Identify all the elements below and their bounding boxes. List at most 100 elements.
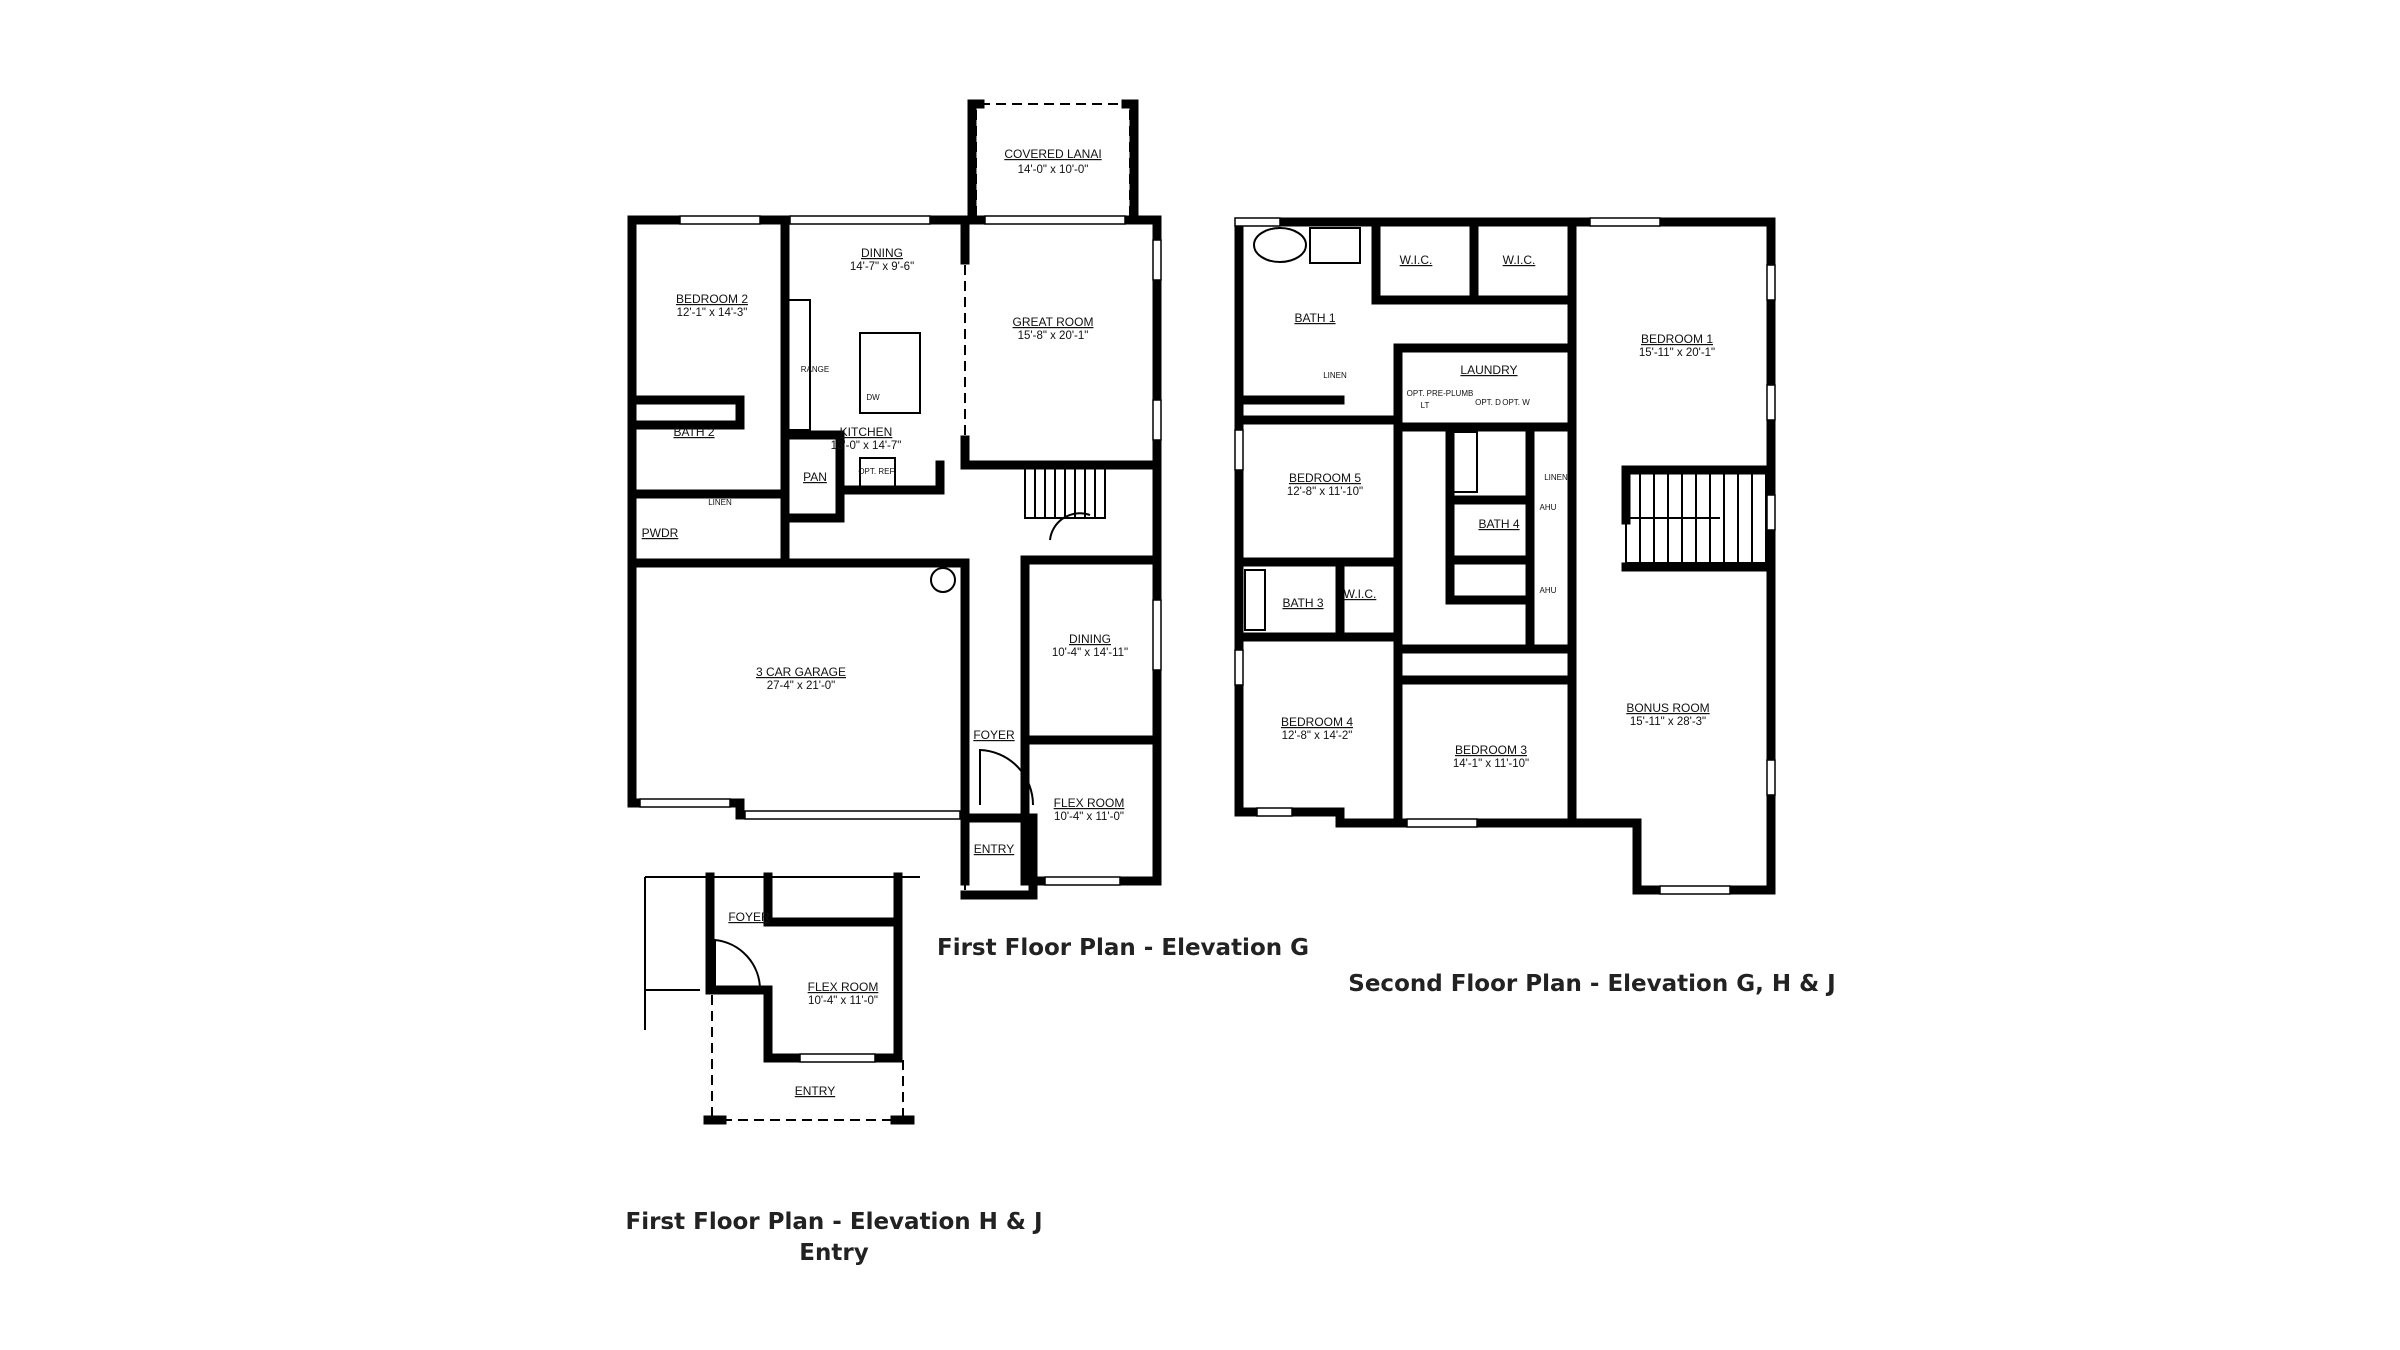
first-floor-plan-g: COVERED LANAI 14'-0" x 10'-0" BEDROOM 2 …: [627, 99, 1309, 961]
stairs: [1024, 467, 1106, 541]
fixture-label: RANGE: [801, 365, 829, 374]
room-name: W.I.C.: [1344, 587, 1377, 601]
opt-ref: [859, 457, 896, 489]
room-name: DINING: [1069, 632, 1111, 646]
bathtub: [1253, 227, 1307, 263]
room-name: BONUS ROOM: [1626, 701, 1709, 715]
fixture-label: OPT. D: [1475, 398, 1501, 407]
window: [789, 215, 931, 225]
room-name: 3 CAR GARAGE: [756, 665, 846, 679]
room-dim: 14'-1" x 11'-10": [1453, 758, 1529, 770]
room-dim: 12'-8" x 11'-10": [1287, 486, 1363, 498]
fixture-label: LINEN: [1323, 371, 1347, 380]
window: [1256, 807, 1293, 817]
room-name: FLEX ROOM: [808, 980, 879, 994]
fixture-label: OPT. PRE-PLUMB: [1407, 389, 1474, 398]
room-name: ENTRY: [795, 1084, 835, 1098]
fixture-label: LINEN: [708, 498, 732, 507]
kitchen-island: [859, 332, 921, 414]
room-dim: 14'-7" x 9'-6": [850, 261, 914, 273]
first-floor-plan-hj-entry: FOYER FLEX ROOM 10'-4" x 11'-0" ENTRY Fi…: [625, 872, 1043, 1266]
room-name: W.I.C.: [1503, 253, 1536, 267]
garage-door: [744, 810, 961, 820]
plan-subtitle: Entry: [799, 1240, 868, 1266]
bathtub: [1451, 431, 1478, 493]
window: [1234, 649, 1244, 686]
fixture-label: AHU: [1540, 586, 1557, 595]
room-name: BATH 3: [1282, 596, 1323, 610]
window: [1234, 429, 1244, 471]
room-dim: 10'-4" x 11'-0": [1054, 811, 1124, 823]
window: [1044, 876, 1121, 886]
room-dim: 10'-4" x 11'-0": [808, 995, 878, 1007]
lanai-posts: [967, 99, 1139, 225]
counter: [784, 299, 811, 431]
room-name: BATH 2: [673, 425, 714, 439]
entry-outline: [711, 995, 904, 1121]
room-dim: 27-4" x 21'-0": [767, 680, 836, 692]
room-name: FOYER: [728, 910, 770, 924]
window: [1406, 818, 1478, 828]
lanai-outline: [975, 103, 1131, 220]
room-name: FLEX ROOM: [1054, 796, 1125, 810]
front-door-swing: [714, 938, 762, 991]
bathtub: [1244, 569, 1266, 631]
room-name: BEDROOM 3: [1455, 743, 1527, 757]
fixture-label: DW: [866, 393, 880, 402]
window: [679, 215, 761, 225]
openings: [964, 265, 1150, 890]
window: [799, 1053, 876, 1063]
window: [1766, 494, 1776, 531]
room-name: FOYER: [973, 728, 1015, 742]
plan-title: Second Floor Plan - Elevation G, H & J: [1348, 971, 1835, 997]
fixture-label: AHU: [1540, 503, 1557, 512]
room-name: ENTRY: [974, 842, 1014, 856]
room-name: COVERED LANAI: [1004, 147, 1101, 161]
stairs: [1625, 472, 1767, 564]
window: [1766, 264, 1776, 301]
exterior-walls: [1234, 217, 1776, 895]
room-name: KITCHEN: [840, 425, 893, 439]
room-dim: 15'-11" x 20'-1": [1639, 347, 1715, 359]
room-name: BATH 1: [1294, 311, 1335, 325]
room-dim: 15'-8" x 20'-1": [1018, 330, 1089, 342]
fixture-label: LT: [1421, 401, 1430, 410]
window: [1659, 885, 1731, 895]
room-name: BEDROOM 4: [1281, 715, 1353, 729]
window: [1152, 399, 1162, 441]
room-name: BEDROOM 5: [1289, 471, 1361, 485]
room-name: DINING: [861, 246, 903, 260]
shower: [1309, 227, 1361, 264]
second-floor-plan: W.I.C. W.I.C. BATH 1 BEDROOM 1 15'-11" x…: [1234, 217, 1836, 997]
room-dim: 13'-0" x 14'-7": [831, 440, 902, 452]
room-dim: 15'-11" x 28'-3": [1630, 716, 1706, 728]
window: [1152, 239, 1162, 281]
context-lines: [644, 876, 920, 1030]
plan-title: First Floor Plan - Elevation H & J: [625, 1209, 1042, 1235]
room-dim: 12'-1" x 14'-3": [677, 307, 748, 319]
room-name: LAUNDRY: [1460, 363, 1517, 377]
room-dim: 10'-4" x 14'-11": [1052, 647, 1128, 659]
room-name: BEDROOM 2: [676, 292, 748, 306]
window: [1234, 217, 1281, 227]
room-name: GREAT ROOM: [1013, 315, 1094, 329]
room-name: PWDR: [642, 526, 679, 540]
room-name: PAN: [803, 470, 827, 484]
front-door-swing: [979, 748, 1034, 806]
window: [1766, 384, 1776, 421]
water-heater: [930, 567, 956, 593]
window: [1766, 759, 1776, 796]
fixture-label: LINEN: [1544, 473, 1568, 482]
room-dim: 12'-8" x 14'-2": [1282, 730, 1353, 742]
plan-title: First Floor Plan - Elevation G: [937, 935, 1309, 961]
slider-door: [984, 215, 1126, 225]
window: [1152, 599, 1162, 671]
window: [639, 798, 731, 808]
room-name: BEDROOM 1: [1641, 332, 1713, 346]
room-name: W.I.C.: [1400, 253, 1433, 267]
fixture-label: OPT. REF.: [858, 467, 895, 476]
walls: [703, 872, 915, 1125]
window: [1589, 217, 1661, 227]
room-name: BATH 4: [1478, 517, 1519, 531]
